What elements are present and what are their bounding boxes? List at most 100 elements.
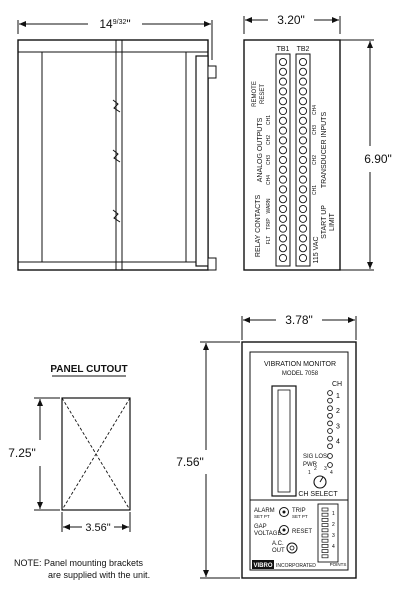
pwr-label: PWR: [303, 462, 318, 468]
relay-trip-label: TRIP: [266, 218, 272, 230]
ch-select-label: CH SELECT: [298, 491, 338, 498]
limit-label: LIMIT: [329, 212, 336, 231]
ch-select-pointer: [319, 476, 324, 483]
test-point-pin[interactable]: [321, 528, 329, 533]
input-ch3-label: CH3: [312, 125, 318, 135]
terminal-screw: [298, 57, 308, 67]
remote-label: REMOTE: [252, 81, 258, 107]
test-points-block: [317, 503, 339, 563]
terminal-screw: [298, 116, 308, 125]
points-label: POINTS: [330, 562, 347, 567]
channel-led: [327, 420, 333, 427]
terminal-screw: [298, 106, 308, 116]
mounting-bracket-bottom: [207, 257, 217, 271]
faceplate-inner: [249, 351, 349, 571]
break-mark-2: [112, 149, 121, 163]
input-ch4-label: CH4: [312, 105, 318, 115]
terminal-screw: [298, 97, 308, 106]
panel-cutout: PANEL CUTOUT 7.25" 3.56": [8, 364, 131, 534]
relay-warn-label: WARN: [266, 198, 272, 213]
front-view: 3.78" 7.56" VIBRATION MONITOR MODEL 7058…: [176, 313, 357, 579]
channel-number: 1: [336, 393, 340, 400]
channel-led: [327, 435, 333, 442]
terminal-screw: [298, 155, 308, 165]
test-point-pin[interactable]: [321, 544, 329, 548]
reset-label: RESET: [260, 84, 266, 104]
terminal-screw: [278, 77, 288, 86]
incorporated-label: INCORPORATED: [276, 563, 316, 569]
cutout-diagonal-b: [61, 397, 131, 511]
rear-view: 3.20" 6.90" TB1 TB2 REMOTE RESET ANALOG …: [243, 13, 392, 271]
mounting-bracket-top: [207, 65, 217, 79]
test-point-pin[interactable]: [321, 538, 329, 543]
terminal-screw: [278, 175, 288, 184]
side-width-dimension: 149/32": [99, 17, 130, 31]
test-point-number: 2: [332, 522, 335, 528]
test-point-pins: 1 2 3 4: [321, 507, 335, 559]
channel-led: [327, 397, 333, 404]
terminal-screw: [278, 146, 288, 155]
knob-pos-3: 3: [324, 466, 327, 472]
terminal-screw: [278, 155, 288, 165]
terminal-screw: [278, 195, 288, 204]
terminal-screw: [278, 234, 288, 243]
channel-led: [327, 443, 333, 450]
terminal-screw: [298, 253, 308, 263]
terminal-screw: [278, 165, 288, 174]
front-width-dimension: 3.78": [285, 313, 313, 327]
test-point-pin[interactable]: [321, 507, 329, 512]
side-view: 149/32": [17, 17, 217, 271]
test-point-pin[interactable]: [321, 512, 329, 517]
test-point-pin[interactable]: [321, 518, 329, 522]
front-height-dimension: 7.56": [176, 455, 204, 469]
sig-loss-label: SIG LOSS: [303, 454, 331, 460]
test-point-pin[interactable]: [321, 549, 329, 553]
terminal-screw: [278, 253, 288, 263]
alarm-label: ALARM: [254, 508, 275, 514]
note-line-2: are supplied with the unit.: [48, 570, 150, 580]
cutout-width-dimension: 3.56": [85, 522, 110, 534]
out-label: OUT: [272, 548, 285, 554]
terminal-screw: [298, 146, 308, 155]
terminal-screw: [298, 214, 308, 223]
channel-number: 2: [336, 408, 340, 415]
test-point-number: 4: [332, 544, 335, 550]
test-point-number: 1: [332, 511, 335, 517]
input-ch2-label: CH2: [312, 155, 318, 165]
tb1-label: TB1: [277, 46, 290, 53]
test-point-pin[interactable]: [321, 533, 329, 538]
terminal-screw: [278, 126, 288, 135]
cutout-height-dimension: 7.25": [8, 446, 36, 460]
front-bezel-side: [195, 55, 209, 267]
terminal-screw: [298, 136, 308, 145]
terminal-screw: [298, 244, 308, 253]
terminal-screws: [278, 57, 308, 263]
terminal-screw: [298, 67, 308, 76]
transducer-inputs-label: TRANSDUCER INPUTS: [321, 112, 328, 189]
voltage-label: VOLTAGE: [254, 531, 281, 537]
gap-voltage-jack-center: [282, 528, 286, 532]
terminal-screw: [278, 224, 288, 233]
cutout-title: PANEL CUTOUT: [50, 364, 127, 375]
channel-led: [327, 428, 333, 434]
channel-led: [327, 412, 333, 419]
trip-set-pt-label: SET PT: [292, 514, 308, 519]
test-point-number: 3: [332, 533, 335, 539]
sig-loss-led: [327, 453, 333, 459]
terminal-screw: [298, 195, 308, 204]
vac-label: 115 VAC: [313, 237, 320, 264]
pwr-led: [327, 462, 333, 468]
analog-ch1-label: CH1: [266, 115, 272, 125]
relay-flt-label: FLT: [266, 236, 272, 245]
analog-ch4-label: CH4: [266, 175, 272, 185]
terminal-screw: [298, 204, 308, 214]
terminal-screw: [298, 175, 308, 184]
terminal-screw: [278, 136, 288, 145]
test-point-pin[interactable]: [321, 554, 329, 559]
terminal-screw: [298, 234, 308, 243]
relay-contacts-label: RELAY CONTACTS: [255, 195, 262, 258]
test-point-pin[interactable]: [321, 523, 329, 527]
terminal-screw: [298, 126, 308, 135]
